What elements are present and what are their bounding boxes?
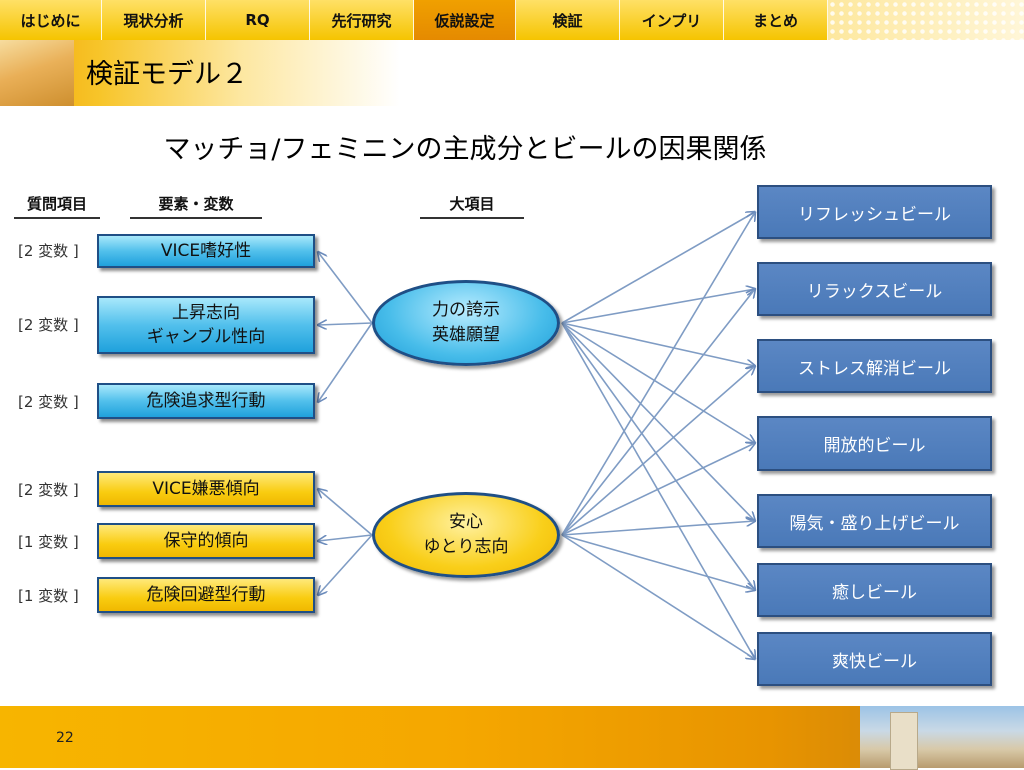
footer-band xyxy=(0,706,1024,768)
factor-to-variable-arrow xyxy=(318,252,373,324)
header-major-items: 大項目 xyxy=(449,195,495,213)
beer-stress-relief: ストレス解消ビール xyxy=(757,339,992,393)
tab-implications[interactable]: インプリ xyxy=(620,0,724,40)
variable-count: [1 変数 ] xyxy=(18,587,79,605)
header-underline xyxy=(14,217,100,219)
beer-healing: 癒しビール xyxy=(757,563,992,617)
variable-count: [2 変数 ] xyxy=(18,481,79,499)
beer-refresh: リフレッシュビール xyxy=(757,185,992,239)
header-question-items: 質問項目 xyxy=(26,195,87,213)
factor-to-beer-arrow xyxy=(561,322,755,366)
clock-tower xyxy=(890,712,918,770)
factor-to-beer-arrow xyxy=(561,212,755,324)
factor-to-variable-arrow xyxy=(318,323,373,325)
header-underline xyxy=(420,217,524,219)
factor-security-leisure: 安心 ゆとり志向 xyxy=(372,492,560,578)
variable-risk-seeking: 危険追求型行動 xyxy=(97,383,315,419)
tab-verification[interactable]: 検証 xyxy=(516,0,620,40)
tab-hypothesis[interactable]: 仮説設定 xyxy=(414,0,516,40)
building-photo xyxy=(860,706,1024,768)
factor-to-beer-arrow xyxy=(561,212,755,536)
beer-relax: リラックスビール xyxy=(757,262,992,316)
variable-conservative: 保守的傾向 xyxy=(97,523,315,559)
factor-to-beer-arrow xyxy=(561,322,755,443)
tab-summary[interactable]: まとめ xyxy=(724,0,828,40)
factor-to-variable-arrow xyxy=(318,534,373,541)
beer-photo xyxy=(0,40,74,106)
tab-intro[interactable]: はじめに xyxy=(0,0,102,40)
page-title: 検証モデル２ xyxy=(86,59,248,90)
factor-to-variable-arrow xyxy=(318,534,373,595)
factor-to-beer-arrow xyxy=(561,289,755,324)
factor-to-beer-arrow xyxy=(561,534,755,590)
factor-to-beer-arrow xyxy=(561,443,755,536)
top-nav: はじめに 現状分析 RQ 先行研究 仮説設定 検証 インプリ まとめ xyxy=(0,0,1024,40)
nav-dot-pattern xyxy=(828,0,1024,40)
factor-to-beer-arrow xyxy=(561,322,755,659)
variable-count: [2 変数 ] xyxy=(18,242,79,260)
variable-ambition-gambling: 上昇志向 ギャンブル性向 xyxy=(97,296,315,354)
factor-to-variable-arrow xyxy=(318,489,373,536)
beer-exhilarating: 爽快ビール xyxy=(757,632,992,686)
variable-count: [2 変数 ] xyxy=(18,316,79,334)
page-number: 22 xyxy=(56,730,74,746)
variable-risk-avoidance: 危険回避型行動 xyxy=(97,577,315,613)
factor-to-beer-arrow xyxy=(561,521,755,536)
header-underline xyxy=(130,217,262,219)
variable-count: [2 変数 ] xyxy=(18,393,79,411)
tab-current-analysis[interactable]: 現状分析 xyxy=(102,0,206,40)
tab-prior-research[interactable]: 先行研究 xyxy=(310,0,414,40)
beer-open: 開放的ビール xyxy=(757,416,992,471)
factor-to-beer-arrow xyxy=(561,322,755,521)
factor-power-heroism: 力の誇示 英雄願望 xyxy=(372,280,560,366)
tab-rq[interactable]: RQ xyxy=(206,0,310,40)
slide-subtitle: マッチョ/フェミニンの主成分とビールの因果関係 xyxy=(163,134,767,165)
variable-vice-aversion: VICE嫌悪傾向 xyxy=(97,471,315,507)
beer-cheerful: 陽気・盛り上げビール xyxy=(757,494,992,548)
variable-vice-preference: VICE嗜好性 xyxy=(97,234,315,268)
factor-to-beer-arrow xyxy=(561,289,755,536)
factor-to-beer-arrow xyxy=(561,322,755,590)
factor-to-beer-arrow xyxy=(561,366,755,536)
factor-to-beer-arrow xyxy=(561,534,755,659)
variable-count: [1 変数 ] xyxy=(18,533,79,551)
factor-to-variable-arrow xyxy=(318,322,373,402)
header-elements: 要素・変数 xyxy=(158,195,234,213)
